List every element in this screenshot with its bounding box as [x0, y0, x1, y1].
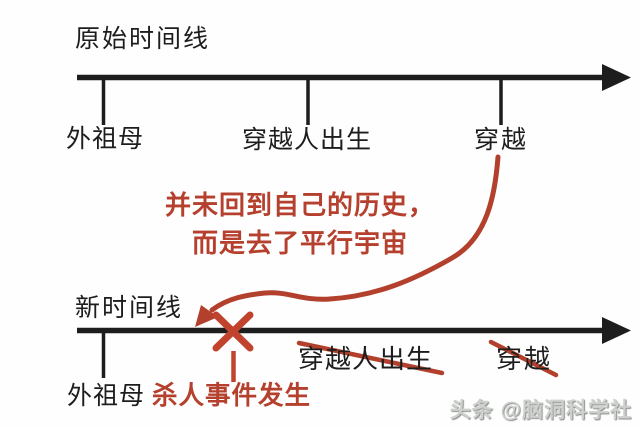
- time-jump-arrow: [195, 154, 501, 327]
- murder-event-label: 杀人事件发生: [152, 382, 312, 410]
- x-mark-icon: [212, 311, 254, 352]
- annotation-line-2: 而是去了平行宇宙: [191, 228, 408, 258]
- new-timeline-axis: [77, 317, 631, 378]
- event-label-traveler-born-new: 穿越人出生: [298, 344, 434, 374]
- new-timeline-title: 新时间线: [75, 294, 184, 322]
- parallel-universe-annotation: 并未回到自己的历史， 而是去了平行宇宙: [140, 186, 460, 262]
- watermark: 头条 @脑洞科学社: [449, 399, 632, 422]
- original-timeline-title: 原始时间线: [75, 25, 211, 53]
- murder-event-marker: [212, 311, 254, 382]
- event-label-grandmother-original: 外祖母: [66, 125, 145, 153]
- event-label-grandmother-new: 外祖母: [67, 382, 146, 410]
- event-label-time-travel-original: 穿越: [474, 126, 529, 154]
- original-timeline-axis: [77, 64, 631, 125]
- time-jump-arrowhead-icon: [195, 305, 218, 327]
- event-label-traveler-born-original: 穿越人出生: [242, 126, 373, 154]
- new-timeline-arrowhead-icon: [602, 317, 631, 344]
- time-jump-curve: [209, 154, 501, 313]
- original-timeline-arrowhead-icon: [602, 64, 631, 91]
- strikethrough-time-travel: [488, 339, 559, 378]
- strikethrough-traveler-born: [296, 340, 445, 376]
- event-label-time-travel-new: 穿越: [496, 344, 553, 374]
- annotation-line-1: 并未回到自己的历史，: [164, 190, 435, 220]
